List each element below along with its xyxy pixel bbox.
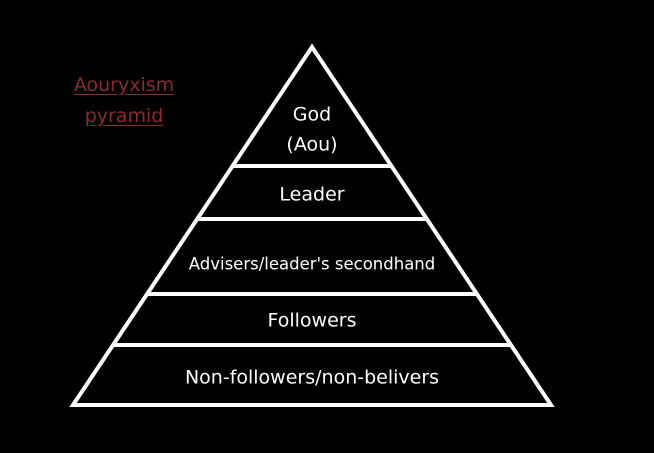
diagram-title-line-2: pyramid <box>84 105 164 127</box>
tier-5-label-line-1: Non-followers/non-belivers <box>185 367 439 389</box>
pyramid-outline <box>69 43 555 407</box>
tier-4-label-line-1: Followers <box>268 310 357 332</box>
tier-dividers <box>113 164 511 347</box>
tier-1-label-line-2: (Aou) <box>286 134 337 156</box>
diagram-title-line-1: Aouryxism <box>73 74 175 96</box>
tier-2-label-line-1: Leader <box>279 184 344 206</box>
tier-3-label-line-1: Advisers/leader's secondhand <box>189 255 436 274</box>
tier-1-label-line-1: God <box>293 104 331 126</box>
